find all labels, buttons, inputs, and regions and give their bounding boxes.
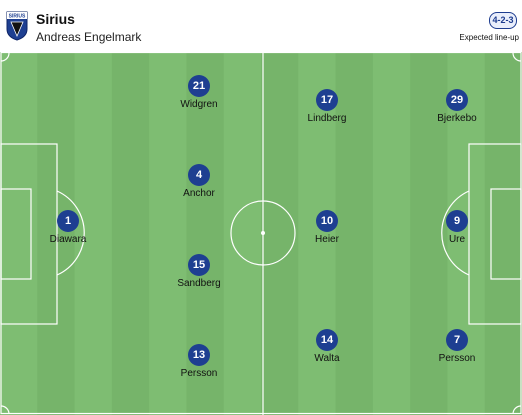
team-header: SIRIUS Sirius Andreas Engelmark 4-2-3 Ex… xyxy=(0,0,522,52)
player-number-badge: 4 xyxy=(188,164,210,186)
team-logo-icon[interactable]: SIRIUS xyxy=(6,11,28,41)
player-number-badge: 9 xyxy=(446,210,468,232)
formation-badge: 4-2-3 xyxy=(489,12,517,29)
player-name: Persson xyxy=(180,368,218,379)
player-name: Persson xyxy=(438,353,476,364)
player-name: Diawara xyxy=(49,234,87,245)
player-number-badge: 10 xyxy=(316,210,338,232)
player-number-badge: 15 xyxy=(188,254,210,276)
player-number-badge: 21 xyxy=(188,75,210,97)
player-name: Lindberg xyxy=(307,113,347,124)
player-number-badge: 13 xyxy=(188,344,210,366)
player-name: Ure xyxy=(448,234,466,245)
player-name: Widgren xyxy=(180,99,218,110)
player-name: Bjerkebo xyxy=(437,113,477,124)
player-number-badge: 7 xyxy=(446,329,468,351)
player-name: Heier xyxy=(315,234,339,245)
player-number-badge: 14 xyxy=(316,329,338,351)
lineup-type-label: Expected line-up xyxy=(459,33,519,42)
team-name[interactable]: Sirius xyxy=(36,11,75,27)
player-number-badge: 29 xyxy=(446,89,468,111)
logo-text: SIRIUS xyxy=(9,14,26,20)
player-number-badge: 1 xyxy=(57,210,79,232)
coach-name[interactable]: Andreas Engelmark xyxy=(36,30,142,44)
player-name: Sandberg xyxy=(177,278,221,289)
player-name: Anchor xyxy=(183,188,215,199)
player-number-badge: 17 xyxy=(316,89,338,111)
pitch-markings xyxy=(0,52,522,415)
player-name: Walta xyxy=(314,353,340,364)
